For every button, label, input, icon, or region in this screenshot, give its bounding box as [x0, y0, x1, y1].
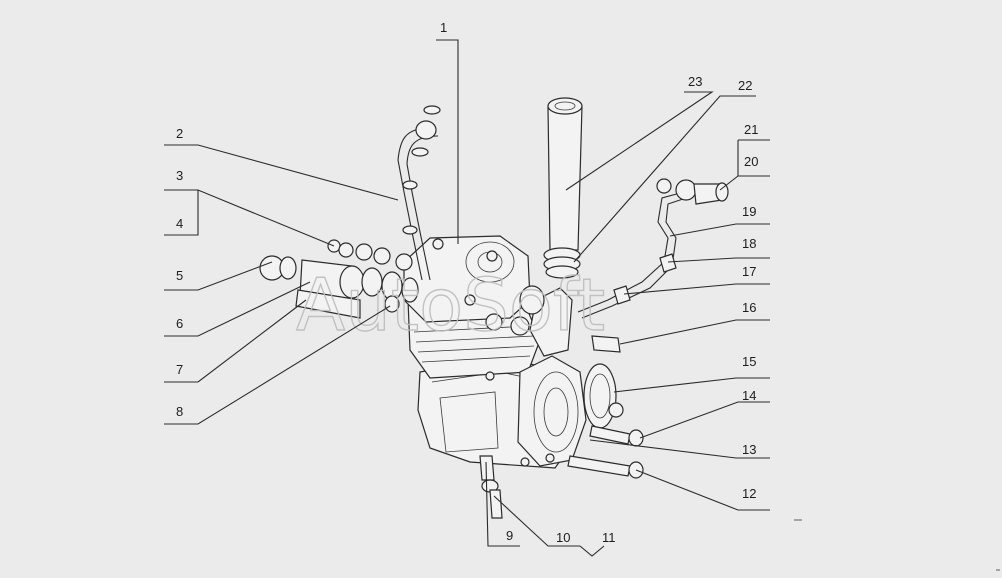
callout-16: 16: [742, 300, 756, 315]
callout-3: 3: [176, 168, 183, 183]
pipework: [259, 97, 729, 519]
callout-labels: 1 2 3 4 5 6 7 8 9 10 11 12 13 14 15 16 1…: [176, 20, 758, 545]
callout-7: 7: [176, 362, 183, 377]
callout-14: 14: [742, 388, 756, 403]
drain-plug: [479, 455, 495, 481]
callout-18: 18: [742, 236, 756, 251]
drain-bolt: [489, 489, 503, 519]
outlet-pipe: [547, 105, 583, 251]
callout-22: 22: [738, 78, 752, 93]
washer-8: [384, 295, 400, 313]
crankcase-window: [439, 391, 499, 453]
callout-8: 8: [176, 404, 183, 419]
bolt-14: [589, 425, 631, 445]
callout-17: 17: [742, 264, 756, 279]
callout-11: 11: [602, 530, 616, 545]
gear-housing: [517, 355, 587, 467]
fitting-16: [591, 335, 621, 353]
callout-15: 15: [742, 354, 756, 369]
callout-4: 4: [176, 216, 183, 231]
callout-9: 9: [506, 528, 513, 543]
callout-12: 12: [742, 486, 756, 501]
leader-lines: [164, 39, 770, 557]
callout-5: 5: [176, 268, 183, 283]
callout-21: 21: [744, 122, 758, 137]
callout-1: 1: [440, 20, 447, 35]
callout-6: 6: [176, 316, 183, 331]
callout-19: 19: [742, 204, 756, 219]
callout-10: 10: [556, 530, 570, 545]
delivery-tube: [577, 191, 685, 313]
fitting-17: [613, 285, 631, 305]
callout-20: 20: [744, 154, 758, 169]
compressor-assembly: [403, 235, 587, 469]
bolt-12: [567, 455, 631, 477]
callout-2: 2: [176, 126, 183, 141]
fitting-18: [659, 253, 677, 273]
watermark-text: AutoSoft: [296, 263, 605, 347]
callout-23: 23: [688, 74, 702, 89]
callout-13: 13: [742, 442, 756, 457]
bolt-7: [295, 289, 361, 319]
